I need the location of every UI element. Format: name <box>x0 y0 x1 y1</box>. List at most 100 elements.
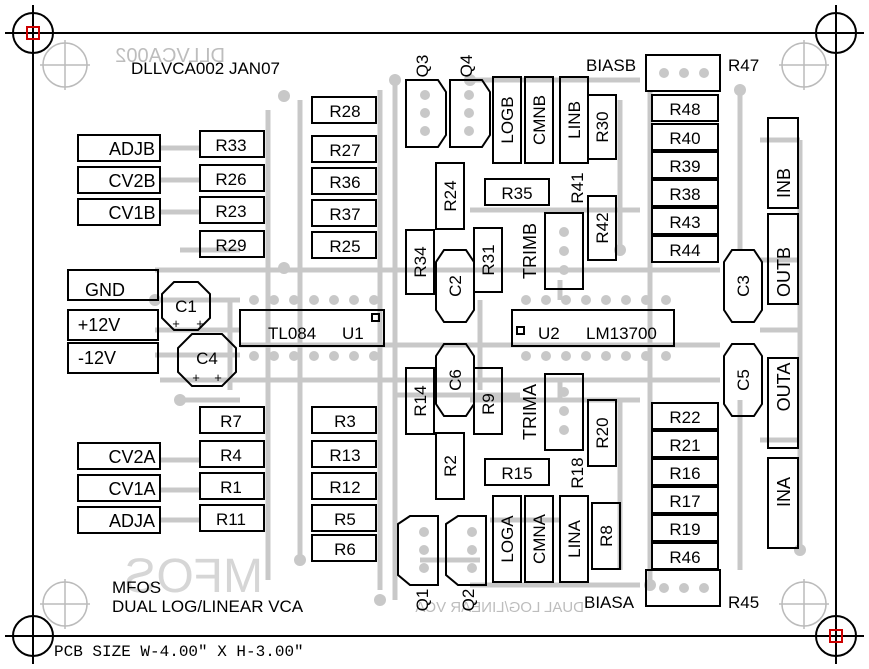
resistor-label-r23: R23 <box>215 202 246 221</box>
resistor-label-r42: R42 <box>593 212 612 243</box>
resistor-label-r47: R47 <box>728 56 759 75</box>
transistor-pins <box>419 90 477 573</box>
resistor-outlines <box>199 94 719 570</box>
resistor-label-r38: R38 <box>669 185 700 204</box>
resistor-label-r11: R11 <box>216 510 246 529</box>
pad-label-linb: LINB <box>565 101 584 139</box>
resistor-label-r18: R18 <box>568 457 587 488</box>
connector-label-outb: OUTB <box>774 247 794 297</box>
transistor-label-q4: Q4 <box>457 55 476 78</box>
ic-outlines <box>239 309 675 347</box>
board-outline <box>32 32 837 637</box>
resistor-label-r9: R9 <box>479 393 498 415</box>
board-size-note: PCB SIZE W-4.00" X H-3.00" <box>54 643 304 661</box>
connector-outlines-left <box>67 134 161 534</box>
transistor-label-q3: Q3 <box>413 55 432 78</box>
trimmer-label-trimb: TRIMB <box>520 223 540 279</box>
resistor-label-r5: R5 <box>334 510 356 529</box>
resistor-label-r34: R34 <box>411 246 430 277</box>
resistor-label-r46: R46 <box>669 548 700 567</box>
resistor-label-r15: R15 <box>501 464 532 483</box>
resistor-label-r21: R21 <box>669 436 700 455</box>
resistor-label-r35: R35 <box>501 184 532 203</box>
connector-label-adjb: ADJB <box>109 139 155 159</box>
resistor-label-r40: R40 <box>669 129 700 148</box>
ic-pins <box>249 295 671 361</box>
c1-plus-mark-2: + <box>196 316 204 331</box>
resistor-label-r33: R33 <box>215 136 246 155</box>
resistor-label-r27: R27 <box>329 141 360 160</box>
resistor-label-r17: R17 <box>669 492 700 511</box>
connector-outlines-right <box>767 117 799 549</box>
resistor-label-r45: R45 <box>728 593 759 612</box>
connector-label-cv1b: CV1B <box>108 203 155 223</box>
connector-label-outa: OUTA <box>774 363 794 412</box>
resistor-label-r14: R14 <box>411 385 430 416</box>
resistor-label-r36: R36 <box>329 173 360 192</box>
trimmer-label-trima: TRIMA <box>520 384 540 440</box>
pad-label-biasb: BIASB <box>586 56 636 75</box>
board-maker: MFOS <box>112 578 161 597</box>
resistor-label-r48: R48 <box>669 100 700 119</box>
resistor-label-r29: R29 <box>215 236 246 255</box>
resistor-label-r7: R7 <box>220 412 242 431</box>
c4-plus-mark: + <box>192 370 200 385</box>
resistor-label-r41: R41 <box>568 172 587 203</box>
mount-hole-top-left <box>5 5 61 61</box>
c1-plus-mark: + <box>172 316 180 331</box>
capacitor-label-c1: C1 <box>175 297 197 316</box>
resistor-label-r39: R39 <box>669 157 700 176</box>
resistor-label-r13: R13 <box>329 446 360 465</box>
resistor-label-r3: R3 <box>334 412 356 431</box>
resistor-label-r30: R30 <box>593 111 612 142</box>
capacitor-label-c2: C2 <box>446 275 465 297</box>
capacitor-label-c4: C4 <box>196 349 218 368</box>
resistor-label-r6: R6 <box>334 540 356 559</box>
resistor-label-r28: R28 <box>329 102 360 121</box>
connector-label-cv1a: CV1A <box>108 479 155 499</box>
pad-label-loga: LOGA <box>498 515 517 563</box>
pad-block-outlines <box>492 76 589 583</box>
ic-ref-u1: U1 <box>342 324 364 343</box>
capacitor-label-c6: C6 <box>446 369 465 391</box>
resistor-label-r16: R16 <box>669 464 700 483</box>
pad-label-cmna: CMNA <box>530 513 549 564</box>
mirror-title: DLLVCA002 <box>115 45 225 67</box>
trimmer-pins <box>559 68 709 593</box>
trimmer-outlines <box>544 54 721 607</box>
transistor-outlines <box>397 79 491 586</box>
connector-label-plus12v: +12V <box>78 315 121 335</box>
connector-label-minus12v: -12V <box>78 348 116 368</box>
mount-hole-top-right <box>808 5 864 61</box>
pad-label-cmnb: CMNB <box>530 95 549 145</box>
capacitor-label-c5: C5 <box>734 369 753 391</box>
resistor-label-r24: R24 <box>441 180 460 211</box>
resistor-label-r31: R31 <box>479 244 498 275</box>
mount-hole-bottom-left <box>5 608 61 664</box>
resistor-label-r2: R2 <box>441 455 460 477</box>
pad-label-lina: LINA <box>565 519 584 557</box>
resistor-label-r19: R19 <box>669 520 700 539</box>
resistor-label-r8: R8 <box>597 525 616 547</box>
ic-part-u2: LM13700 <box>586 324 657 343</box>
ic-part-u1: TL084 <box>268 324 316 343</box>
connector-label-cv2b: CV2B <box>108 171 155 191</box>
transistor-label-q2: Q2 <box>459 589 478 612</box>
c4-plus-mark-2: + <box>214 370 222 385</box>
board-title: DLLVCA002 JAN07 <box>131 59 280 78</box>
connector-label-gnd: GND <box>85 280 125 300</box>
resistor-label-r37: R37 <box>329 205 360 224</box>
resistor-label-r44: R44 <box>669 241 700 260</box>
connector-label-adja: ADJA <box>109 511 155 531</box>
capacitor-outlines <box>161 249 763 417</box>
resistor-label-r25: R25 <box>329 237 360 256</box>
pad-label-biasa: BIASA <box>584 593 635 612</box>
pad-label-logb: LOGB <box>498 96 517 143</box>
connector-label-inb: INB <box>774 168 794 198</box>
connector-label-cv2a: CV2A <box>108 447 155 467</box>
transistor-label-q1: Q1 <box>413 589 432 612</box>
resistor-label-r22: R22 <box>669 408 700 427</box>
resistor-label-r1: R1 <box>220 478 242 497</box>
resistor-label-r12: R12 <box>329 478 360 497</box>
